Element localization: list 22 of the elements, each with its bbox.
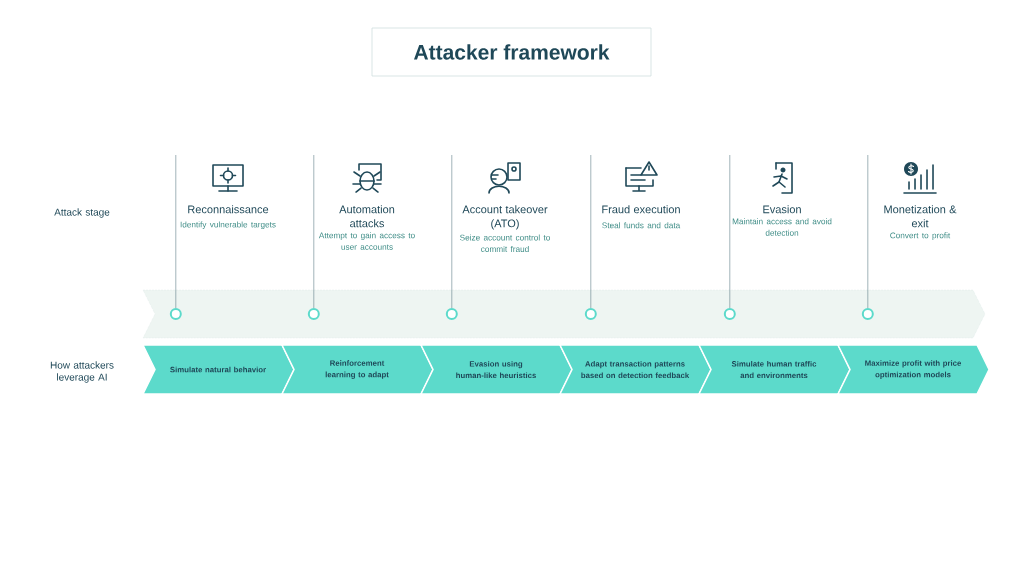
stage-text: Reconnaissance Identify vulnerable targets: [180, 205, 276, 230]
stage-text: Evasion Maintain access and avoid detection: [732, 205, 832, 236]
stage-text: Monetization & exit Convert to profit: [884, 205, 957, 240]
timeline-marker: [445, 308, 458, 320]
stage-line: [451, 154, 453, 309]
timeline-marker: [169, 308, 182, 320]
stage-text: Account takeover (ATO) Seize account control to commit fraud: [460, 205, 550, 252]
stage-line: [729, 154, 731, 309]
stage-line: [313, 154, 315, 309]
row-label: How attackers leverage AI: [50, 361, 114, 383]
timeline-marker: [723, 308, 736, 320]
stage-line: [867, 154, 869, 309]
stage-text: Automation attacks Attempt to gain access to user accounts: [318, 205, 415, 250]
timeline-marker: [307, 308, 320, 320]
timeline-band: [142, 289, 986, 339]
timeline-marker: [861, 308, 874, 320]
title-box: Attacker framework: [371, 27, 652, 77]
stage-line: [590, 154, 592, 309]
stage-line: [175, 154, 177, 309]
stage-text: Fraud execution Steal funds and data: [602, 205, 681, 229]
timeline-marker: [584, 308, 597, 320]
row-label: Attack stage: [54, 208, 110, 218]
